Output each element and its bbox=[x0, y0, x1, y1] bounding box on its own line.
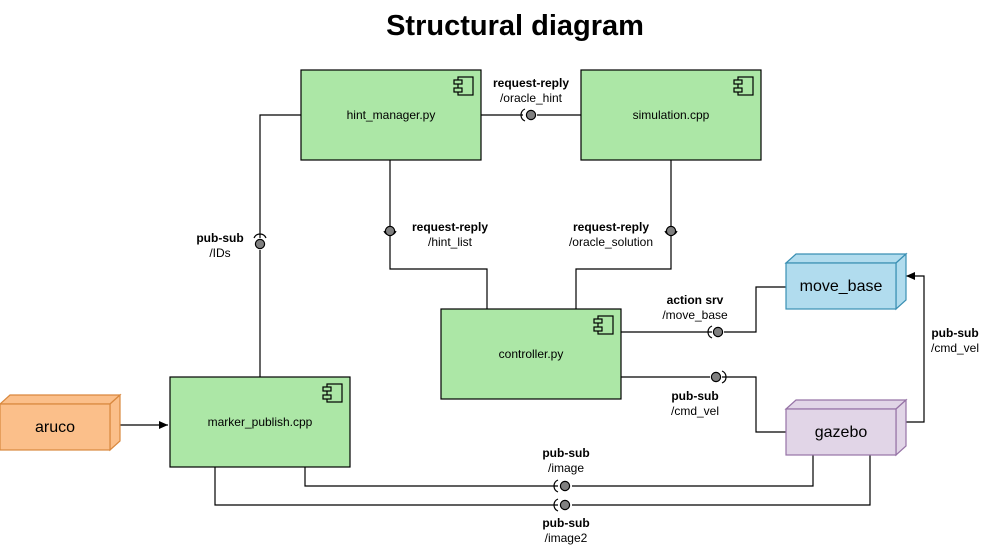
interface-image bbox=[553, 479, 571, 493]
wire-gazebo-to-move-base bbox=[904, 272, 925, 423]
component-icon bbox=[593, 315, 614, 335]
node-label: gazebo bbox=[815, 424, 868, 441]
interface-hint-list bbox=[383, 225, 397, 237]
component-icon bbox=[453, 76, 474, 96]
interface-oracle-solution bbox=[664, 225, 678, 237]
component-hint-manager[interactable]: hint_manager.py bbox=[300, 69, 482, 161]
wire-image-right bbox=[572, 455, 814, 487]
label-ids-topic: /IDs bbox=[209, 246, 230, 260]
component-label: controller.py bbox=[499, 347, 564, 361]
diagram-title: Structural diagram bbox=[386, 10, 644, 42]
label-image2-type: pub-sub bbox=[542, 516, 589, 530]
wire-hint-list-lower bbox=[389, 236, 488, 309]
label-cmd-vel-controller-topic: /cmd_vel bbox=[671, 404, 719, 418]
label-oracle-hint-type: request-reply bbox=[493, 76, 569, 90]
wire-image-left bbox=[304, 467, 558, 487]
label-image-type: pub-sub bbox=[542, 446, 589, 460]
node-gazebo[interactable]: gazebo bbox=[784, 398, 908, 457]
component-marker-publish[interactable]: marker_publish.cpp bbox=[169, 376, 351, 468]
component-icon bbox=[733, 76, 754, 96]
node-aruco[interactable]: aruco bbox=[0, 393, 122, 452]
node-move-base[interactable]: move_base bbox=[784, 252, 908, 311]
component-label: hint_manager.py bbox=[347, 108, 436, 122]
wire-oracle-solution-lower bbox=[575, 236, 672, 309]
wire-cmd-vel-right bbox=[722, 376, 786, 433]
node-label: aruco bbox=[35, 419, 75, 436]
wire-image2-left bbox=[214, 467, 558, 506]
component-icon bbox=[322, 383, 343, 403]
component-label: marker_publish.cpp bbox=[208, 415, 313, 429]
label-image-topic: /image bbox=[548, 461, 584, 475]
label-hint-list-topic: /hint_list bbox=[428, 235, 473, 249]
component-label: simulation.cpp bbox=[633, 108, 710, 122]
label-ids-type: pub-sub bbox=[196, 231, 243, 245]
interface-image2 bbox=[553, 498, 571, 512]
label-hint-list-type: request-reply bbox=[412, 220, 488, 234]
wire-ids-upper bbox=[259, 114, 301, 238]
label-oracle-hint-topic: /oracle_hint bbox=[500, 91, 563, 105]
label-move-base-type: action srv bbox=[667, 293, 724, 307]
label-oracle-solution-topic: /oracle_solution bbox=[569, 235, 653, 249]
node-label: move_base bbox=[800, 278, 883, 295]
interface-oracle-hint bbox=[520, 108, 537, 122]
component-simulation[interactable]: simulation.cpp bbox=[580, 69, 762, 161]
wire-move-base-right bbox=[724, 286, 786, 333]
label-image2-topic: /image2 bbox=[545, 531, 588, 545]
component-controller[interactable]: controller.py bbox=[440, 308, 622, 400]
label-oracle-solution-type: request-reply bbox=[573, 220, 649, 234]
label-cmd-vel-gazebo-type: pub-sub bbox=[931, 326, 978, 340]
label-cmd-vel-controller-type: pub-sub bbox=[671, 389, 718, 403]
label-move-base-topic: /move_base bbox=[662, 308, 728, 322]
interface-cmd-vel-controller bbox=[710, 370, 727, 384]
wire-image2-right bbox=[572, 455, 871, 506]
interface-move-base bbox=[707, 325, 724, 339]
label-cmd-vel-gazebo-topic: /cmd_vel bbox=[931, 341, 979, 355]
interface-ids bbox=[253, 233, 267, 250]
